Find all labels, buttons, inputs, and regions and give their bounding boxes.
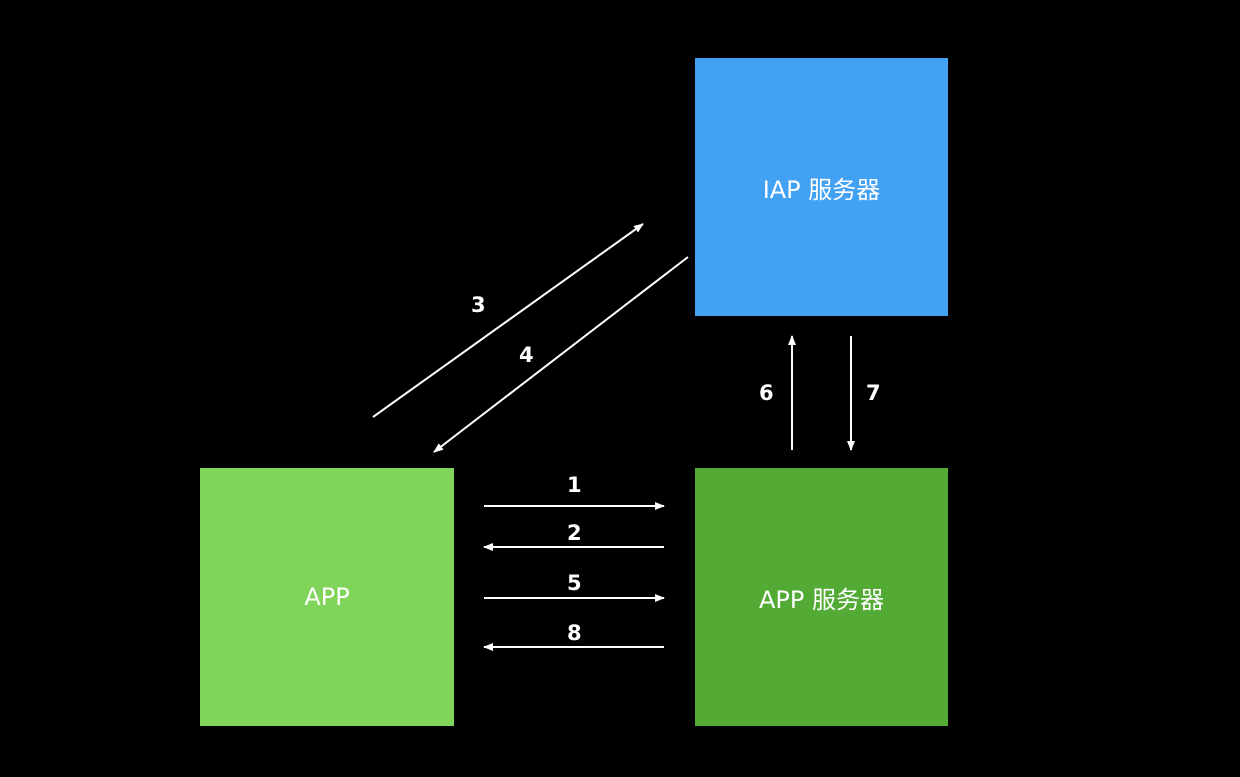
step-label-3: 3 (471, 293, 486, 317)
step-label-7: 7 (866, 381, 881, 405)
step-label-5: 5 (567, 571, 582, 595)
step-label-1: 1 (567, 473, 582, 497)
iap-server-label: IAP 服务器 (762, 175, 881, 204)
app-server-node: APP 服务器 (695, 468, 948, 726)
app-label: APP (304, 583, 350, 611)
arrow-step-4 (433, 256, 689, 453)
iap-server-node: IAP 服务器 (695, 58, 948, 316)
arrow-step-3 (372, 223, 644, 418)
step-label-4: 4 (519, 343, 534, 367)
step-label-2: 2 (567, 521, 582, 545)
app-node: APP (200, 468, 454, 726)
step-label-8: 8 (567, 621, 582, 645)
step-label-6: 6 (759, 381, 774, 405)
app-server-label: APP 服务器 (759, 585, 884, 614)
